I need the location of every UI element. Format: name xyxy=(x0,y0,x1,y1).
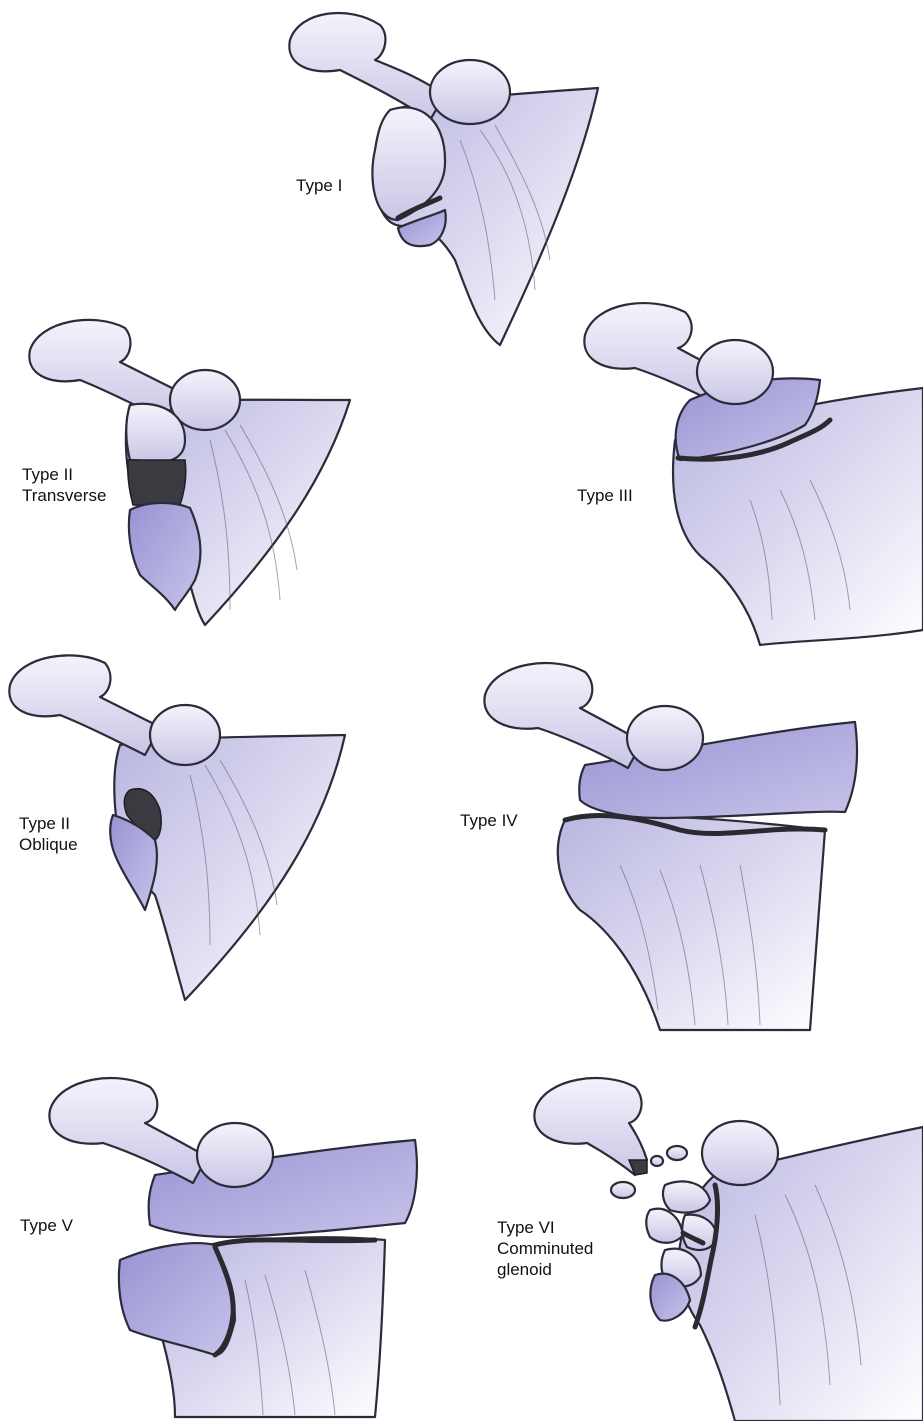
label-type-ii-oblique: Type II Oblique xyxy=(19,813,78,855)
type-v-illustration xyxy=(45,1065,435,1420)
label-type-iv-text: Type IV xyxy=(460,810,518,831)
label-type-vi-line1: Type VI xyxy=(497,1217,593,1238)
label-type-iv: Type IV xyxy=(460,810,518,831)
label-type-ii-oblique-line2: Oblique xyxy=(19,834,78,855)
label-type-v-text: Type V xyxy=(20,1215,73,1236)
label-type-i: Type I xyxy=(296,175,342,196)
label-type-vi: Type VI Comminuted glenoid xyxy=(497,1217,593,1280)
label-type-ii-oblique-line1: Type II xyxy=(19,813,78,834)
label-type-vi-line2: Comminuted xyxy=(497,1238,593,1259)
label-type-ii-transverse-line1: Type II xyxy=(22,464,106,485)
label-type-ii-transverse: Type II Transverse xyxy=(22,464,106,506)
label-type-vi-line3: glenoid xyxy=(497,1259,593,1280)
label-type-iii-text: Type III xyxy=(577,485,633,506)
type-iv-illustration xyxy=(480,650,870,1035)
type-iii-illustration xyxy=(580,290,923,650)
label-type-i-text: Type I xyxy=(296,175,342,196)
label-type-iii: Type III xyxy=(577,485,633,506)
label-type-v: Type V xyxy=(20,1215,73,1236)
label-type-ii-transverse-line2: Transverse xyxy=(22,485,106,506)
